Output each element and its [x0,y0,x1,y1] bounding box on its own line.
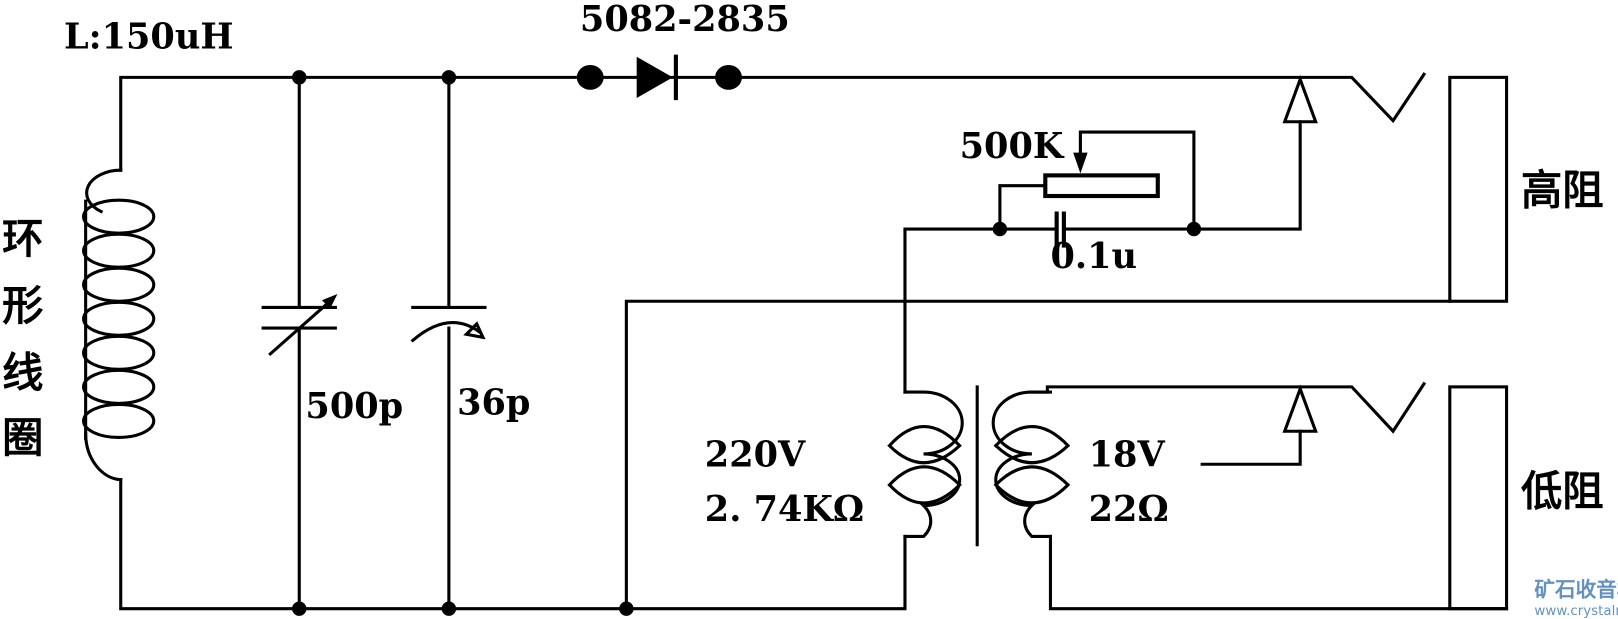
junctions [292,70,1202,616]
coil-label-char: 环 [2,215,43,263]
watermark-title: 矿石收音机 [1534,577,1618,601]
junction-dot [441,601,457,616]
low-jack-tip-wire [1030,381,1427,434]
junction-dot [292,70,307,85]
high-impedance-jack-icon [1282,74,1509,303]
top-rail-wire [119,72,1427,172]
bypass-capacitor-icon [1054,211,1066,248]
watermark: 矿石收音机 www.crystalradio.cn [1534,577,1618,619]
low-jack-ring-wire [1200,429,1302,466]
junction-dot [441,70,457,85]
bypass-cap-label: 0.1u [1050,236,1137,277]
coil-label-char: 线 [2,349,43,397]
primary-voltage-label: 220V [705,434,806,475]
watermark-url: www.crystalradio.cn [1534,604,1618,619]
potentiometer-icon [1043,152,1160,199]
trimmer-capacitor-icon [410,305,487,343]
coil-label-char: 圈 [2,414,43,462]
junction-dot [292,601,307,616]
junction-dot [1186,221,1202,237]
transformer-icon [887,385,1071,547]
pot-left-wire [998,184,1047,231]
secondary-voltage-label: 18V [1089,434,1166,475]
low-impedance-label: 低阻 [1521,468,1604,516]
secondary-impedance-label: 22Ω [1089,489,1169,530]
variable-cap-label: 500p [305,386,403,427]
pot-label: 500K [960,126,1065,167]
loop-coil-icon [82,168,156,482]
variable-capacitor-icon [261,294,338,357]
high-impedance-label: 高阻 [1521,166,1604,214]
inductance-label: L:150uH [64,16,234,57]
junction-dot [992,221,1008,237]
pot-wiper-wire [1078,130,1196,231]
junction-dot [619,601,634,616]
diode-icon [576,54,742,101]
diode-label: 5082-2835 [580,0,790,40]
high-jack-sleeve-wire [624,299,1452,611]
low-jack-sleeve-wire [1048,534,1509,611]
coil-label-char: 形 [2,282,43,330]
trimmer-cap-label: 36p [457,383,530,424]
bottom-rail-wire [119,478,907,611]
primary-impedance-label: 2. 74KΩ [705,489,864,530]
low-impedance-jack-icon [1282,384,1509,611]
